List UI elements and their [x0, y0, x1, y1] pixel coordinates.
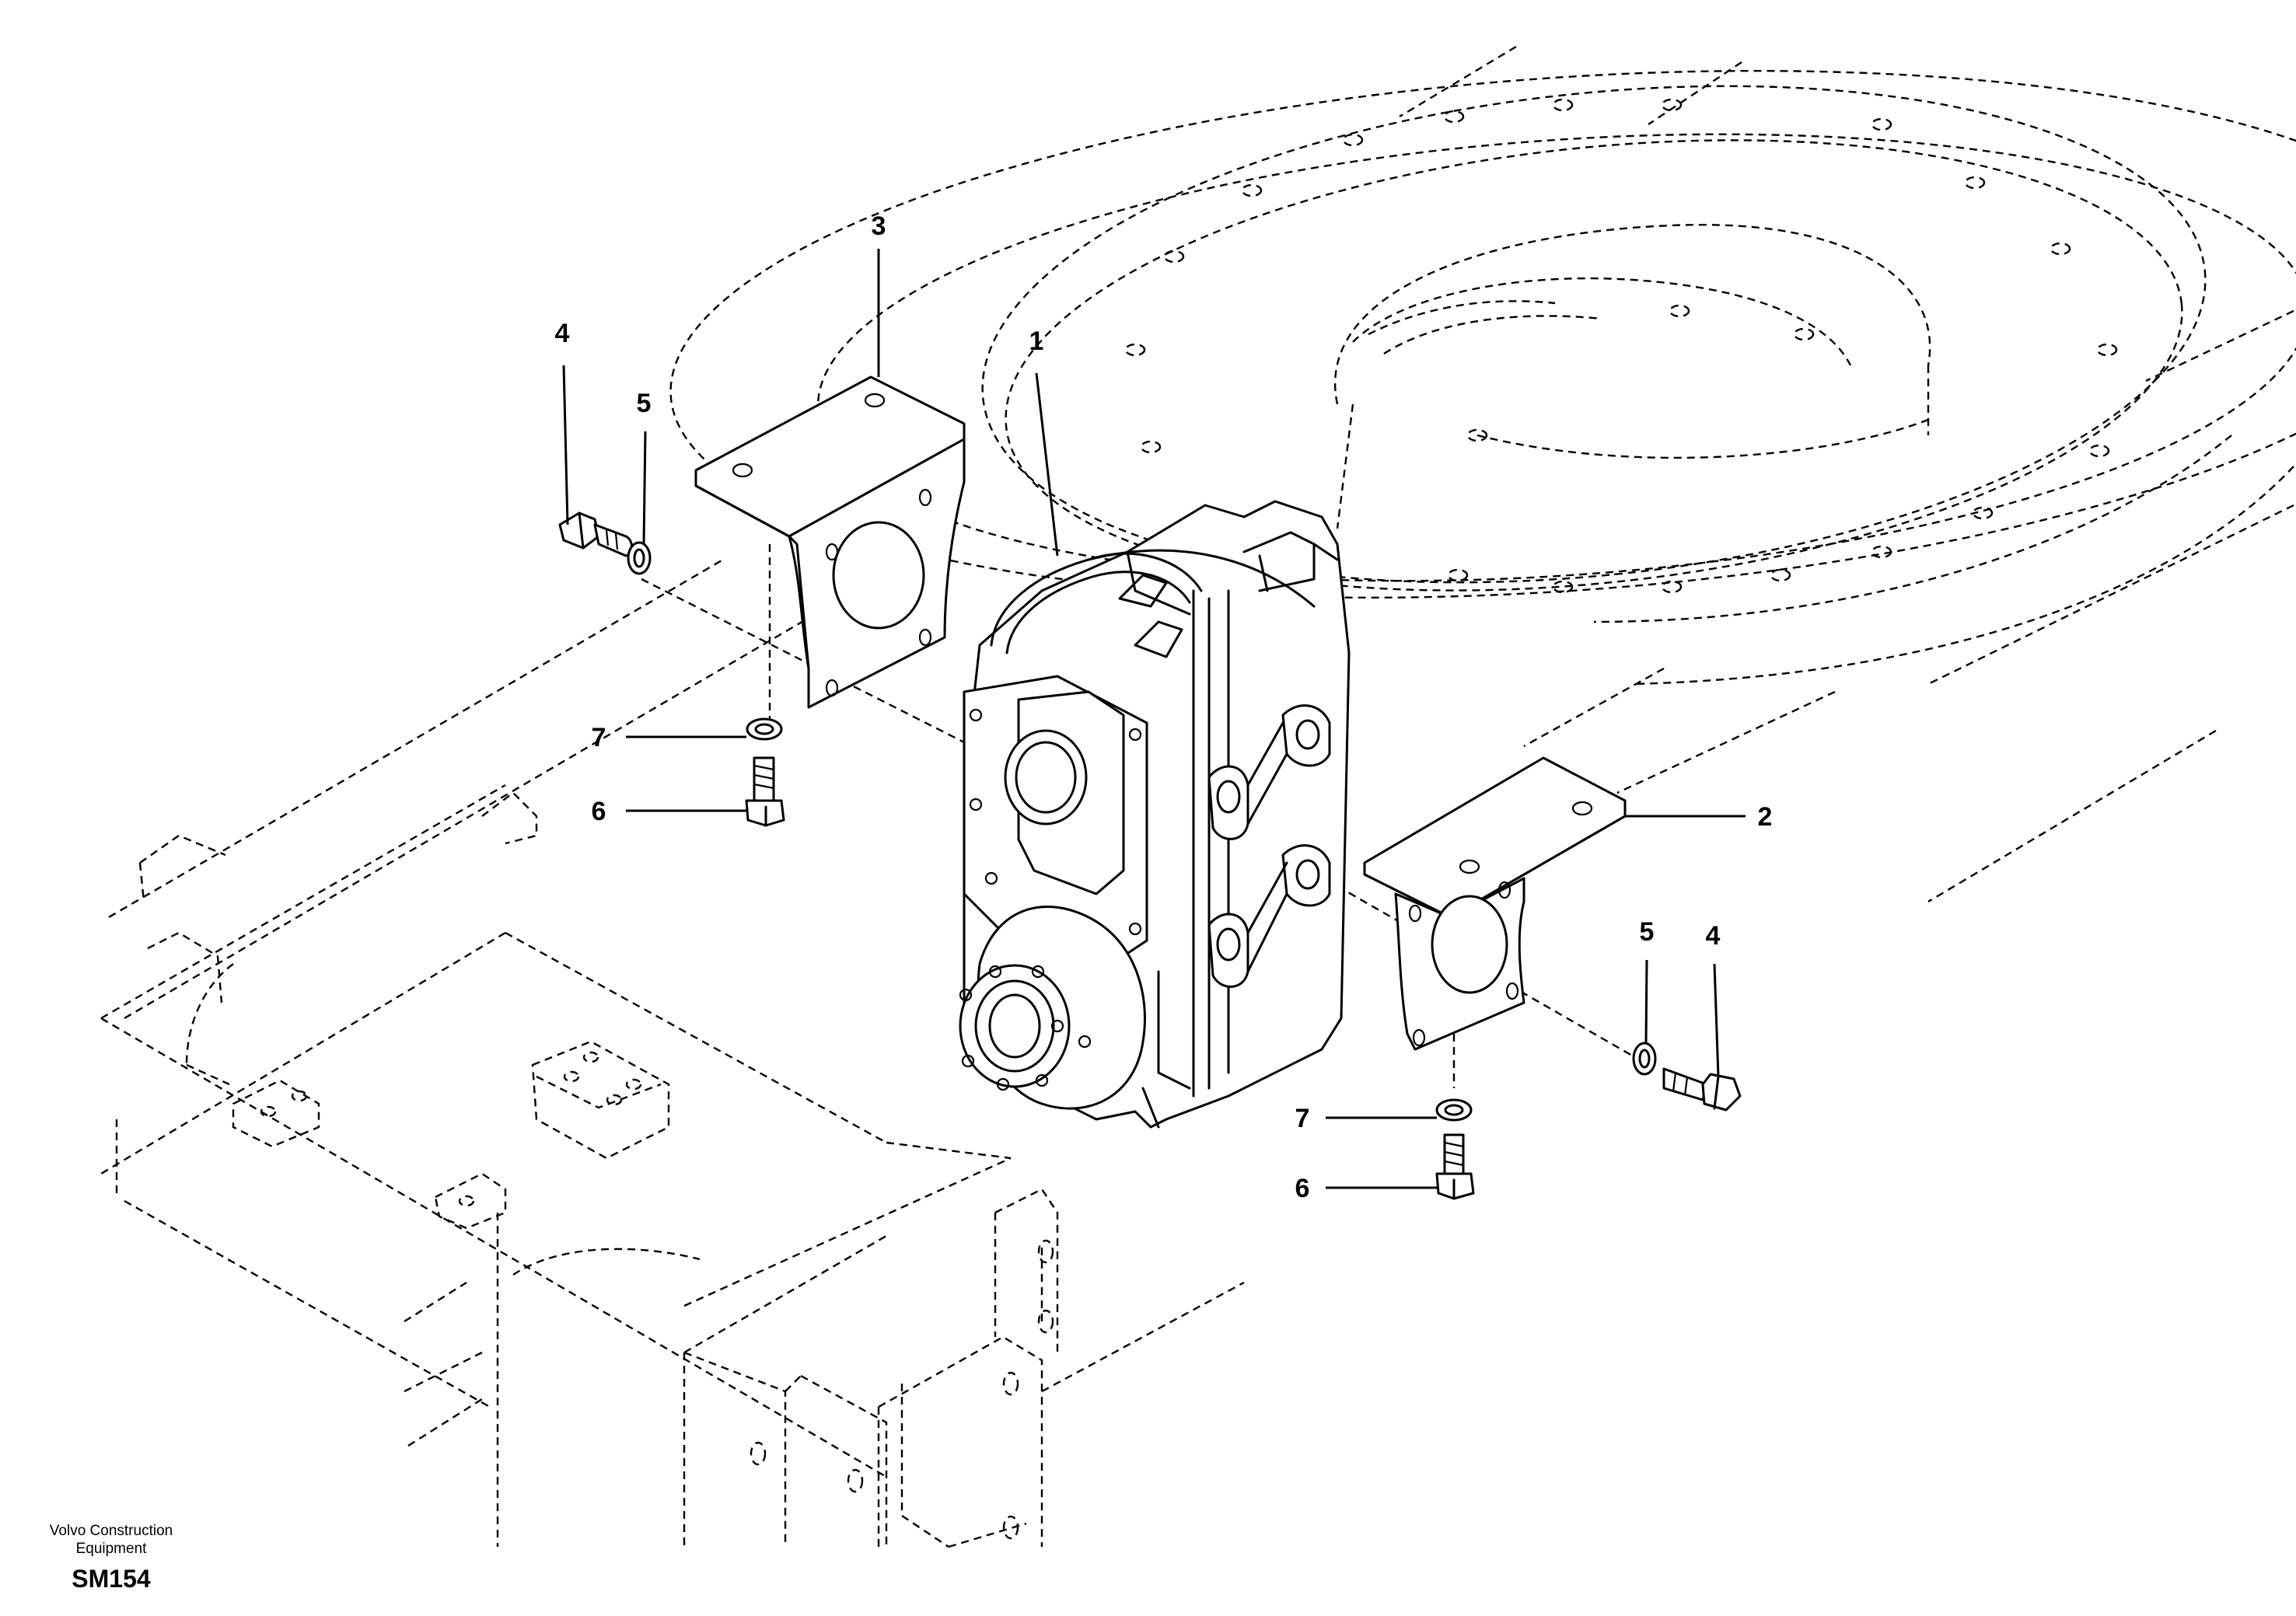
callout-7-right: 7	[1295, 1104, 1310, 1133]
leader-lines	[562, 249, 1746, 1189]
callout-5-right: 5	[1640, 917, 1655, 947]
callout-2: 2	[1758, 802, 1773, 832]
callout-7-left: 7	[592, 723, 606, 752]
part-1-gearbox	[959, 500, 1351, 1129]
slewing-ring-bolt-holes	[1124, 98, 2118, 594]
bolt-6-right	[1435, 1133, 1475, 1200]
washer-5-right	[1632, 1042, 1657, 1076]
washer-5-left	[627, 541, 652, 575]
callout-1: 1	[1029, 326, 1044, 356]
callout-6-left: 6	[592, 797, 606, 826]
part-2-bracket-right	[1363, 756, 1627, 1051]
washer-7-right	[1435, 1098, 1473, 1122]
washer-7-left	[746, 717, 783, 741]
bolt-6-left	[745, 756, 785, 827]
footer: Volvo Construction Equipment SM154	[50, 1523, 173, 1593]
upper-frame-outline	[100, 558, 1245, 1548]
bolt-4-right	[1662, 1067, 1742, 1112]
company-name-line2: Equipment	[76, 1541, 148, 1557]
callout-4-right: 4	[1706, 921, 1721, 951]
drawing-code: SM154	[72, 1565, 151, 1593]
callout-4-left: 4	[555, 319, 570, 348]
callout-5-left: 5	[637, 389, 652, 418]
bolt-4-left	[558, 511, 633, 557]
company-name-line1: Volvo Construction	[50, 1523, 173, 1539]
callout-3: 3	[872, 211, 886, 241]
part-3-bracket-left	[694, 375, 966, 709]
callout-6-right: 6	[1295, 1174, 1310, 1203]
callout-labels: 1 3 2 4 5 7 6 5 4 7 6	[555, 211, 1773, 1203]
